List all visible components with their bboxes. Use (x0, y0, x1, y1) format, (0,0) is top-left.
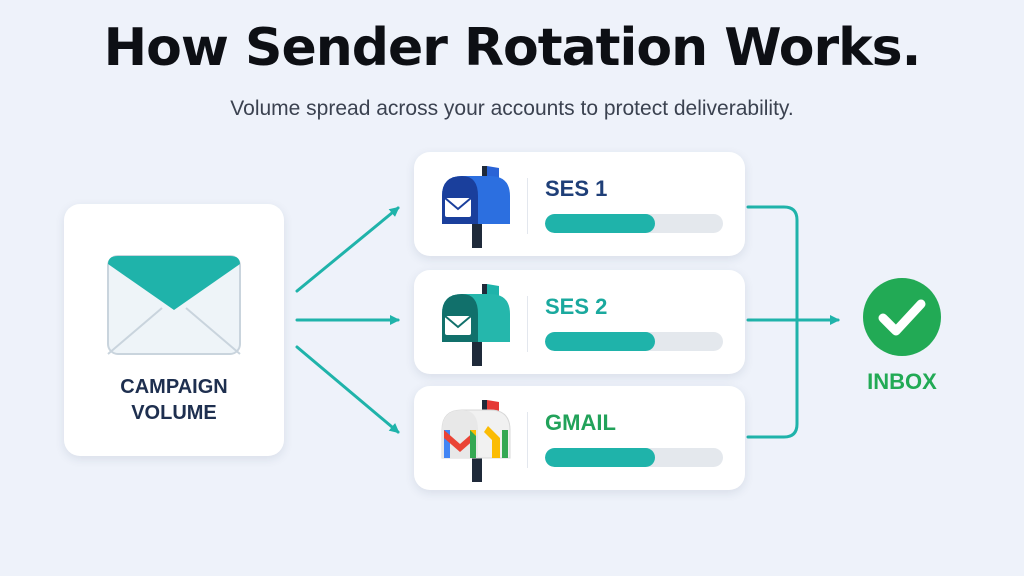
connector-ses1-to-inbox (746, 205, 799, 322)
divider (527, 296, 528, 352)
sender-name-gmail: GMAIL (545, 410, 616, 435)
divider (527, 412, 528, 468)
mailbox-icon (442, 284, 510, 366)
source-label: CAMPAIGN VOLUME (64, 374, 284, 426)
gmail-mailbox-icon (441, 400, 511, 482)
arrow-to-ses1 (295, 206, 400, 293)
sender-card-ses2: SES 2 (414, 270, 745, 374)
check-circle-bg (863, 278, 941, 356)
divider (527, 178, 528, 234)
volume-bar-ses1 (545, 214, 723, 233)
check-circle-icon (863, 278, 941, 356)
page-subtitle: Volume spread across your accounts to pr… (230, 97, 794, 120)
connector-gmail-to-inbox (746, 318, 799, 439)
campaign-volume-card: CAMPAIGN VOLUME (64, 204, 284, 456)
volume-bar-fill-gmail (545, 448, 656, 467)
source-label-line2: VOLUME (131, 402, 217, 424)
sender-name-ses2: SES 2 (545, 294, 608, 319)
arrow-to-gmail (295, 345, 400, 434)
page-title: How Sender Rotation Works. (103, 18, 922, 78)
envelope-icon (107, 255, 241, 355)
volume-bar-gmail (545, 448, 723, 467)
sender-card-ses1: SES 1 (414, 152, 745, 256)
source-label-line1: CAMPAIGN (120, 376, 228, 398)
inbox-label: INBOX (867, 369, 937, 394)
volume-bar-fill-ses2 (545, 332, 656, 351)
volume-bar-ses2 (545, 332, 723, 351)
volume-bar-fill-ses1 (545, 214, 656, 233)
sender-card-gmail: GMAIL (414, 386, 745, 490)
mailbox-icon (442, 166, 510, 248)
sender-name-ses1: SES 1 (545, 176, 608, 201)
